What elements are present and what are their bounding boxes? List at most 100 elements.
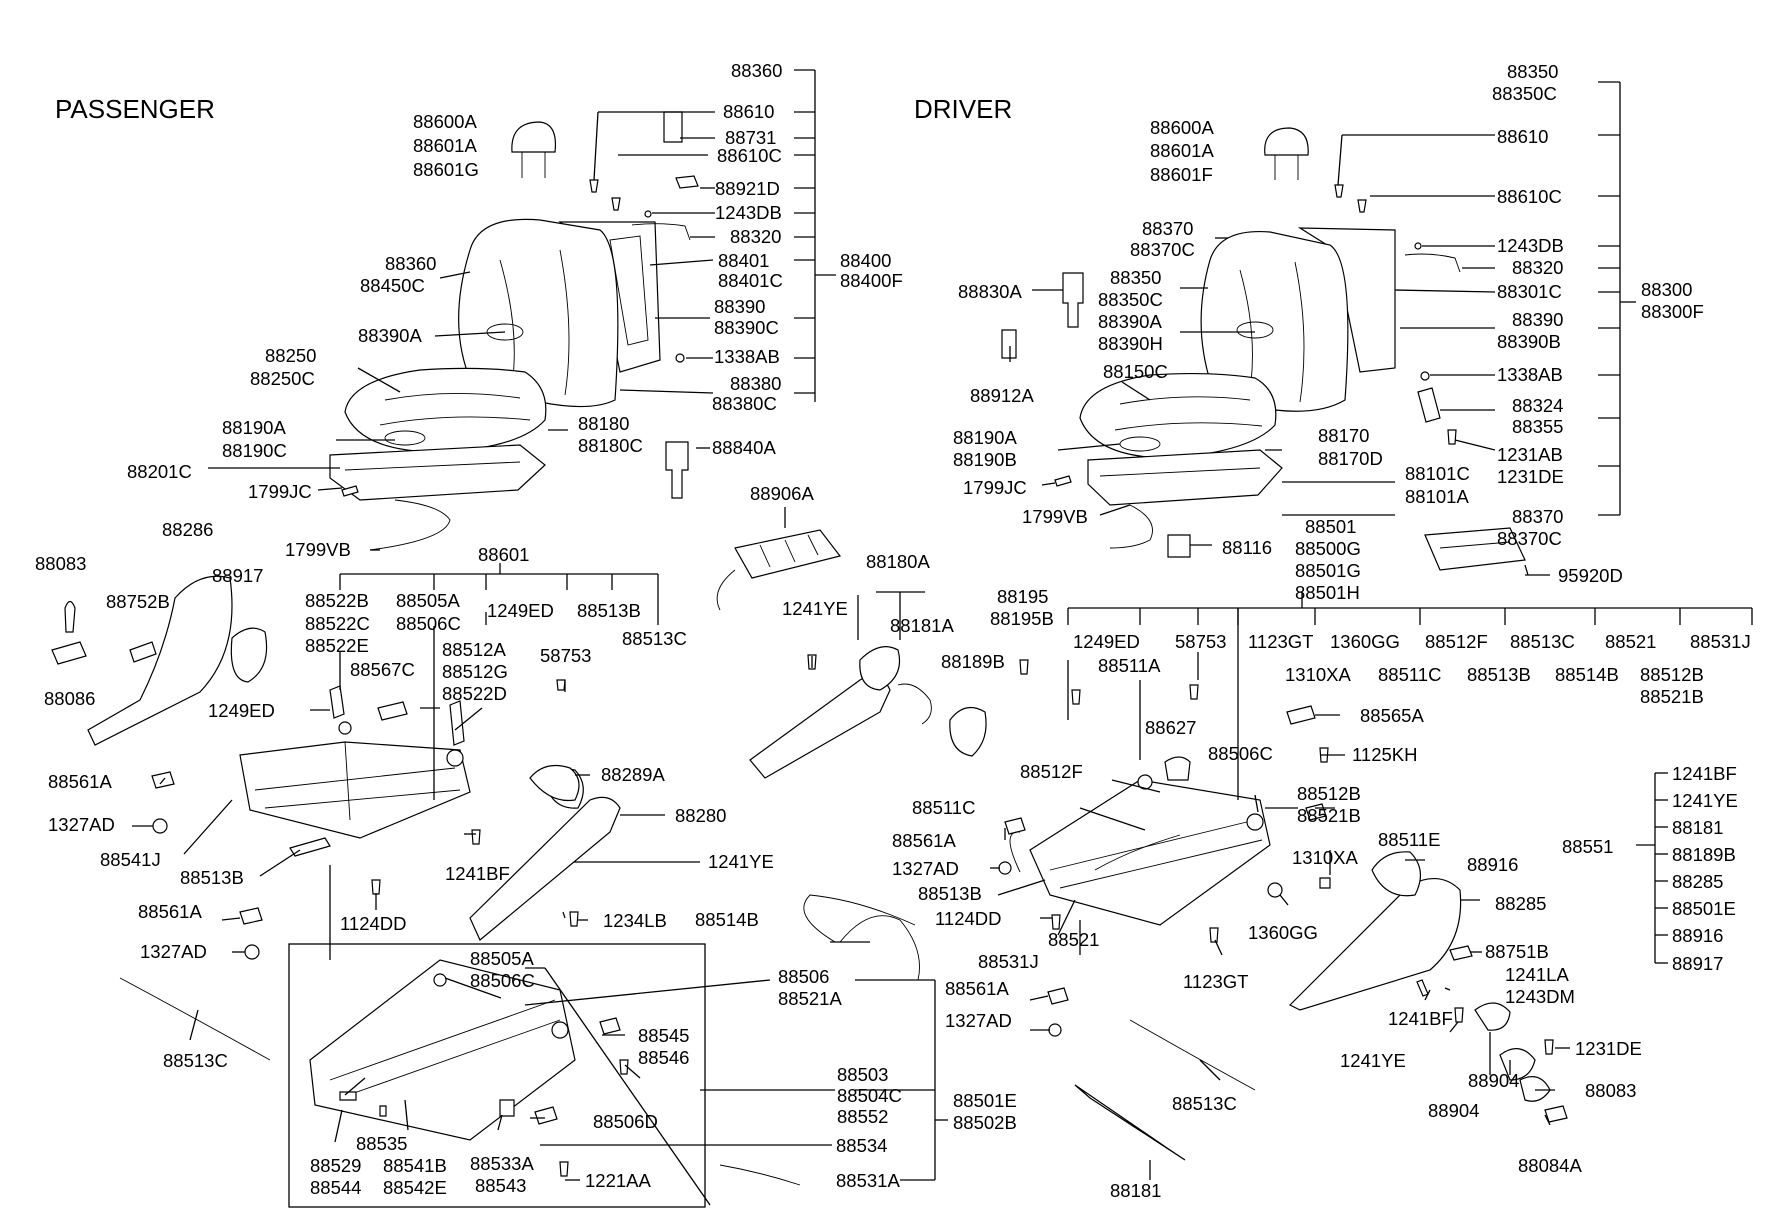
label-d-88170D: 88170D [1318, 448, 1383, 469]
label-88561A: 88561A [48, 771, 112, 792]
label-d-88521B-top: 88521B [1640, 686, 1704, 707]
label-88180: 88180 [578, 413, 629, 434]
passenger-section-title: PASSENGER [55, 94, 215, 124]
label-d-1124DD: 1124DD [935, 908, 1002, 929]
label-88513B: 88513B [180, 867, 244, 888]
label-box-88501E: 88501E [953, 1090, 1017, 1111]
label-box-88541B: 88541B [383, 1155, 447, 1176]
label-88917: 88917 [212, 565, 263, 586]
label-box-88542E: 88542E [383, 1177, 447, 1198]
label-box-88533A: 88533A [470, 1153, 534, 1174]
label-d-88512F-top: 88512F [1425, 631, 1488, 652]
label-88360: 88360 [385, 253, 436, 274]
label-d-1799VB: 1799VB [1022, 506, 1088, 527]
label-d-88116: 88116 [1222, 537, 1272, 558]
label-box-88552: 88552 [837, 1106, 888, 1127]
label-box-88529: 88529 [310, 1155, 361, 1176]
label-1241BF: 1241BF [445, 863, 510, 884]
label-box-88504C: 88504C [837, 1085, 902, 1106]
label-88506C: 88506C [396, 613, 461, 634]
label-d-88513C-top: 88513C [1510, 631, 1575, 652]
label-88513C-top: 88513C [622, 628, 687, 649]
label-d-1231DE-b: 1231DE [1575, 1038, 1642, 1059]
detail-box-labels: 88505A 88506C 88506 88521A 88545 88546 8… [310, 948, 1017, 1198]
label-88840A: 88840A [712, 437, 776, 458]
label-g-88181: 88181 [1672, 817, 1723, 838]
label-88450C: 88450C [360, 275, 425, 296]
label-d-88561A: 88561A [892, 830, 956, 851]
label-88286: 88286 [162, 519, 213, 540]
label-d-88751B: 88751B [1485, 941, 1549, 962]
label-d-1360GG: 1360GG [1248, 922, 1318, 943]
label-88522D: 88522D [442, 683, 507, 704]
label-88190A: 88190A [222, 417, 286, 438]
label-88180A: 88180A [866, 551, 930, 572]
label-d-88512F: 88512F [1020, 761, 1083, 782]
label-1241YE: 1241YE [708, 851, 774, 872]
driver-seat-illustration [1001, 127, 1526, 571]
label-d-88501H: 88501H [1295, 582, 1360, 603]
label-88610: 88610 [723, 101, 774, 122]
label-88512A: 88512A [442, 639, 506, 660]
label-1327AD-2: 1327AD [140, 941, 207, 962]
label-d-88390H: 88390H [1098, 333, 1163, 354]
label-d-58753: 58753 [1175, 631, 1226, 652]
label-d-88195B: 88195B [990, 608, 1054, 629]
label-d-88301C: 88301C [1497, 281, 1562, 302]
label-d-88350C-mid: 88350C [1098, 289, 1163, 310]
label-1327AD: 1327AD [48, 814, 115, 835]
label-88752B: 88752B [106, 591, 170, 612]
label-d-88390: 88390 [1512, 309, 1563, 330]
label-88567C: 88567C [350, 659, 415, 680]
label-88921D: 88921D [715, 178, 780, 199]
label-d-1310XA: 1310XA [1292, 847, 1358, 868]
label-d-88521B: 88521B [1297, 805, 1361, 826]
label-g-88189B: 88189B [1672, 844, 1736, 865]
label-d-88513B-top: 88513B [1467, 664, 1531, 685]
label-d-1338AB: 1338AB [1497, 364, 1563, 385]
label-d-1360GG-top: 1360GG [1330, 631, 1400, 652]
label-d-1125KH: 1125KH [1352, 744, 1417, 765]
label-d-88370: 88370 [1142, 218, 1193, 239]
label-d-88190B: 88190B [953, 449, 1017, 470]
label-88610C: 88610C [717, 145, 782, 166]
label-d-88101A: 88101A [1405, 486, 1469, 507]
label-88906A: 88906A [750, 483, 814, 504]
label-88380: 88380 [730, 373, 781, 394]
label-88561A-2: 88561A [138, 901, 202, 922]
label-d-88627: 88627 [1145, 717, 1196, 738]
label-box-88544: 88544 [310, 1177, 361, 1198]
label-d-88600A: 88600A [1150, 117, 1214, 138]
label-box-88546: 88546 [638, 1047, 689, 1068]
label-d-1310XA-top: 1310XA [1285, 664, 1351, 685]
label-88390C: 88390C [714, 317, 779, 338]
label-88289A: 88289A [601, 764, 665, 785]
label-d-88912A: 88912A [970, 385, 1034, 406]
label-d-88561A-2: 88561A [945, 978, 1009, 999]
label-d-88370C: 88370C [1130, 239, 1195, 260]
label-box-88535: 88535 [356, 1133, 407, 1154]
label-1241YE-top: 1241YE [782, 598, 848, 619]
label-88401: 88401 [718, 250, 769, 271]
label-d-88285: 88285 [1495, 893, 1546, 914]
label-box-88506C: 88506C [470, 970, 535, 991]
label-88201C: 88201C [127, 461, 192, 482]
driver-track-assembly [839, 659, 1331, 1161]
group-88551-labels: 1241BF 1241YE 88181 88189B 88285 88501E … [1672, 763, 1738, 974]
label-88522E: 88522E [305, 635, 369, 656]
label-box-88543: 88543 [475, 1175, 526, 1196]
label-1124DD: 1124DD [340, 913, 407, 934]
label-d-88190A: 88190A [953, 427, 1017, 448]
label-box-88502B: 88502B [953, 1112, 1017, 1133]
label-d-88916: 88916 [1467, 854, 1518, 875]
label-d-88350-mid: 88350 [1110, 267, 1161, 288]
label-88601G: 88601G [413, 159, 479, 180]
label-88514B: 88514B [695, 909, 759, 930]
leader-lines [132, 69, 1753, 1206]
label-g-88917: 88917 [1672, 953, 1723, 974]
label-d-88181: 88181 [1110, 1180, 1161, 1201]
label-88513B-top: 88513B [577, 600, 641, 621]
label-d-88355: 88355 [1512, 416, 1563, 437]
label-d-88512B-top: 88512B [1640, 664, 1704, 685]
